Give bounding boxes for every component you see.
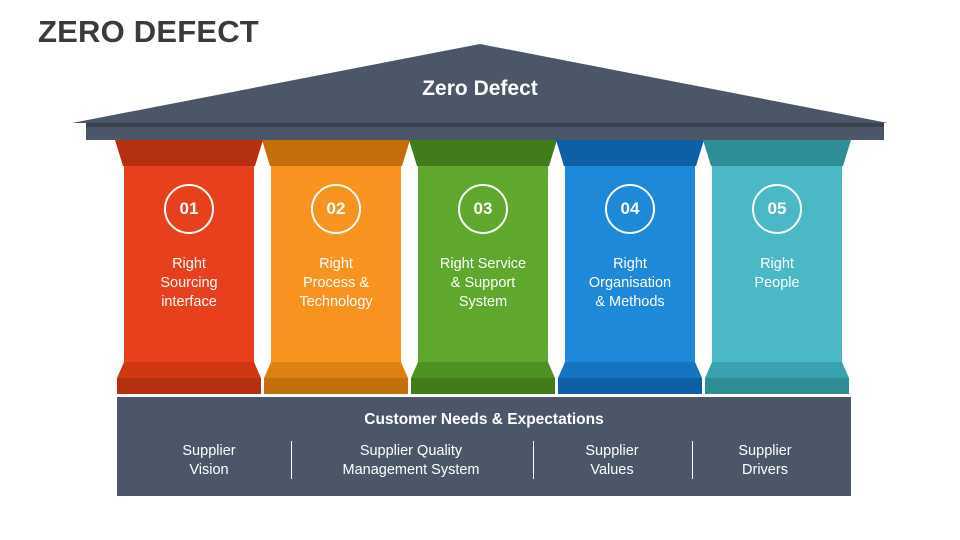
pillar-4-capital <box>556 140 704 166</box>
pillar-5-content: 05 Right People <box>712 166 842 362</box>
pillar-2-capital <box>262 140 410 166</box>
base-title: Customer Needs & Expectations <box>364 411 604 428</box>
pillar-1-number: 01 <box>164 184 214 234</box>
pillar-3-label: Right Service & Support System <box>439 256 527 310</box>
pillar-5-plinth-top <box>705 362 849 378</box>
pillar-4-plinth-top <box>558 362 702 378</box>
pillar-2-content: 02 Right Process & Technology <box>271 166 401 362</box>
pillar-5-capital <box>703 140 851 166</box>
pillar-1-label: Right Sourcing interface <box>160 256 218 310</box>
roof-beam-shadow <box>86 123 884 127</box>
pillar-5-label: Right People <box>754 256 800 291</box>
pillar-3-plinth-top <box>411 362 555 378</box>
pillar-3-content: 03 Right Service & Support System <box>418 166 548 362</box>
roof-triangle <box>72 44 888 123</box>
pillar-1-plinth <box>117 378 261 394</box>
pillar-3-capital <box>409 140 557 166</box>
base-item-vision: Supplier Vision <box>182 443 236 478</box>
base-divider-1 <box>291 441 292 479</box>
pillar-1-plinth-top <box>117 362 261 378</box>
pillar-2-number: 02 <box>311 184 361 234</box>
pillar-5-number: 05 <box>752 184 802 234</box>
pillar-2-plinth-top <box>264 362 408 378</box>
base-divider-2 <box>533 441 534 479</box>
slide-title: ZERO DEFECT <box>38 14 259 49</box>
pillar-4-label: Right Organisation & Methods <box>588 256 672 310</box>
roof-beam <box>86 123 884 140</box>
pillar-3-plinth <box>411 378 555 394</box>
pillar-3-number: 03 <box>458 184 508 234</box>
pillar-4-plinth <box>558 378 702 394</box>
pillar-1-capital <box>115 140 263 166</box>
pillar-2-plinth <box>264 378 408 394</box>
pillar-2-label: Right Process & Technology <box>299 256 373 310</box>
foundation-base: Customer Needs & Expectations Supplier V… <box>117 397 851 496</box>
base-item-drivers: Supplier Drivers <box>738 443 792 478</box>
pillar-1-content: 01 Right Sourcing interface <box>124 166 254 362</box>
base-item-quality-system: Supplier Quality Management System <box>342 443 480 478</box>
roof <box>72 44 888 140</box>
pillar-4-content: 04 Right Organisation & Methods <box>565 166 695 362</box>
pillar-1-shape <box>115 140 263 394</box>
pillar-4-number: 04 <box>605 184 655 234</box>
roof-title: Zero Defect <box>422 77 538 100</box>
pillar-5-plinth <box>705 378 849 394</box>
base-item-values: Supplier Values <box>585 443 639 478</box>
base-divider-3 <box>692 441 693 479</box>
